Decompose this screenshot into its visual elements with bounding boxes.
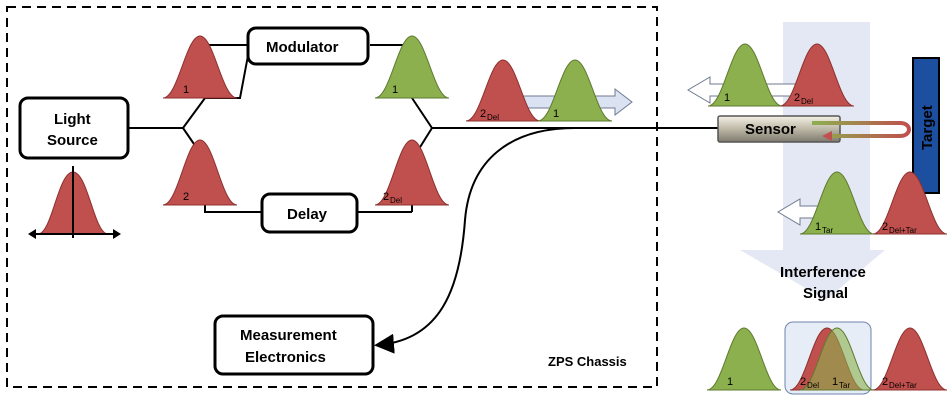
target-label: Target	[919, 105, 936, 150]
measurement-label-line2: Electronics	[245, 349, 326, 366]
light-source-label-line2: Source	[47, 132, 98, 149]
svg-text:2: 2	[183, 191, 189, 203]
svg-text:1: 1	[553, 108, 559, 120]
svg-text:2: 2	[882, 376, 888, 388]
sensor: Sensor	[717, 115, 911, 143]
interference-result-pulses: 1 2 Del 1 Tar 2 Del+Tar	[706, 321, 948, 395]
chassis-label: ZPS Chassis	[548, 354, 627, 369]
pulse-1-green-modulated: 1	[374, 35, 450, 99]
pulse-2del-red: 2 Del	[374, 139, 450, 206]
svg-text:2: 2	[882, 221, 888, 233]
pulse-1-red: 1	[162, 35, 238, 99]
interference-label-line2: Signal	[803, 285, 848, 302]
measurement-electronics-box	[213, 314, 375, 376]
svg-text:1: 1	[183, 84, 189, 96]
interference-label-line1: Interference	[780, 264, 866, 281]
svg-text:Tar: Tar	[839, 381, 850, 390]
light-source-label-line1: Light	[54, 111, 91, 128]
svg-text:Del: Del	[801, 97, 813, 106]
pulse-2-red: 2	[162, 139, 238, 206]
svg-text:2: 2	[800, 376, 806, 388]
light-source-box	[18, 96, 130, 160]
svg-text:2: 2	[794, 92, 800, 104]
modulator-box	[246, 26, 370, 66]
reflected-pulses-upper: 1 2 Del	[687, 43, 855, 107]
svg-text:Tar: Tar	[822, 226, 833, 235]
svg-text:Del: Del	[807, 381, 819, 390]
svg-text:1: 1	[815, 221, 821, 233]
delay-label: Delay	[287, 206, 328, 223]
measurement-label-line1: Measurement	[240, 327, 337, 344]
svg-text:1: 1	[724, 92, 730, 104]
svg-text:Del: Del	[390, 196, 402, 205]
sensor-label: Sensor	[745, 121, 796, 138]
svg-text:1: 1	[392, 84, 398, 96]
svg-text:Del+Tar: Del+Tar	[889, 381, 917, 390]
modulator-label: Modulator	[266, 39, 339, 56]
zps-chassis-boundary	[6, 6, 658, 388]
target: Target	[912, 57, 940, 194]
svg-text:1: 1	[832, 376, 838, 388]
reflected-pulses-lower: 1 Tar 2 Del+Tar	[777, 171, 948, 235]
combined-pulses-outgoing: 2 Del 1	[465, 59, 633, 122]
svg-text:2: 2	[480, 108, 486, 120]
svg-text:Del: Del	[487, 113, 499, 122]
svg-text:1: 1	[727, 376, 733, 388]
source-pulse	[28, 166, 121, 239]
svg-text:Del+Tar: Del+Tar	[889, 226, 917, 235]
delay-box	[260, 192, 359, 234]
svg-text:2: 2	[383, 191, 389, 203]
